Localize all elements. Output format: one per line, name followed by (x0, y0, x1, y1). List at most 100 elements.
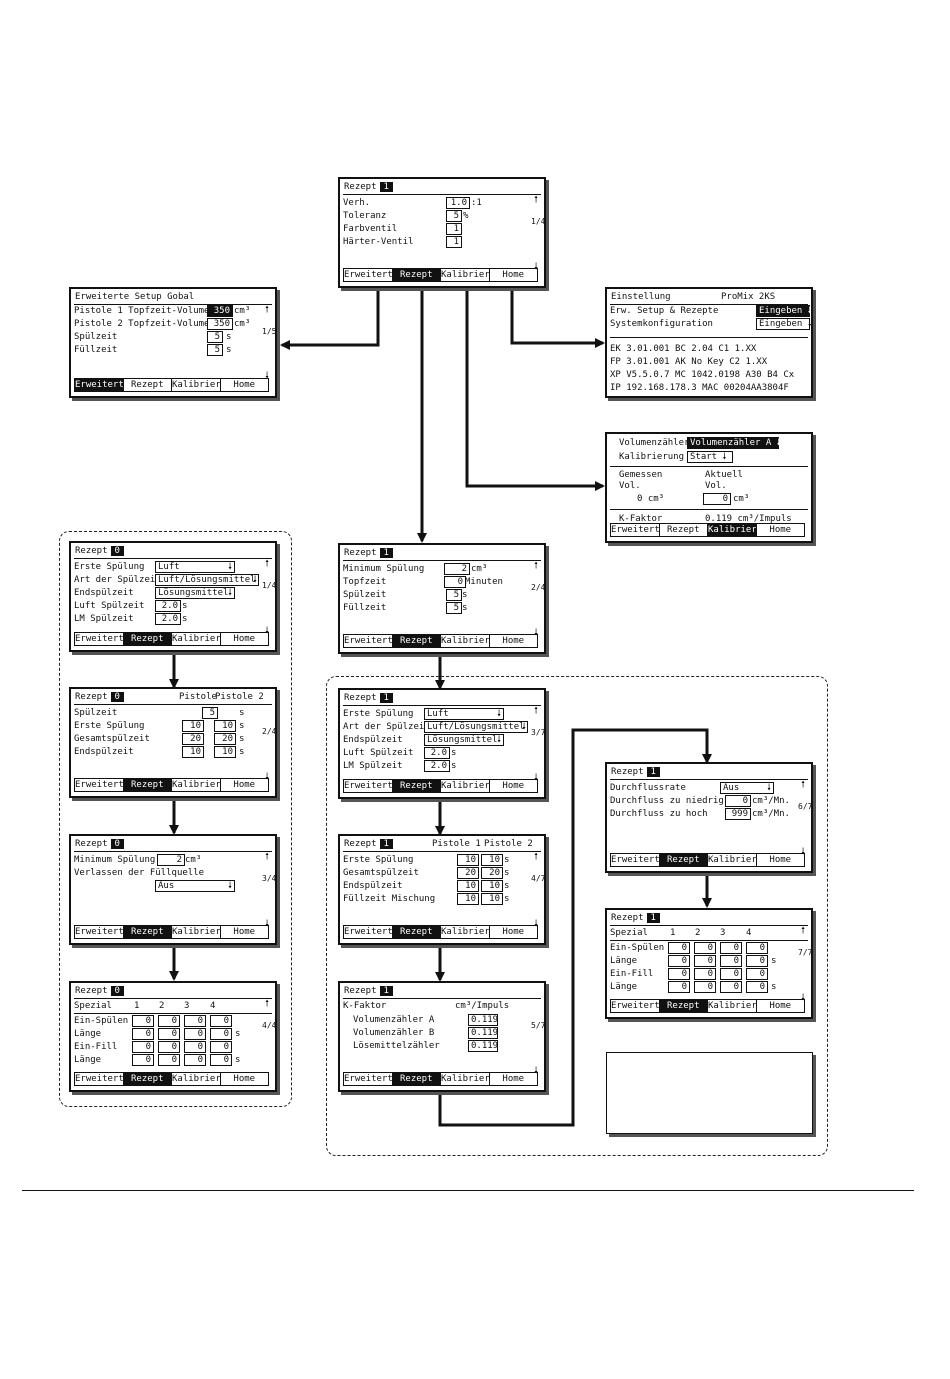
recipe-number[interactable]: 0 (110, 839, 124, 849)
value-field[interactable]: 0 (158, 1028, 180, 1040)
value-field[interactable]: 0 (720, 942, 742, 954)
meter-b-kfactor-field[interactable]: 0.119 (468, 1027, 498, 1039)
flow-low-field[interactable]: 0 (725, 795, 751, 807)
arrow-down-icon[interactable]: 🠗 (534, 1066, 538, 1076)
tab-kalibrierung[interactable]: Kalibrierung (708, 1000, 757, 1012)
meter-select[interactable]: Volumenzähler A 🠗 (687, 437, 781, 449)
value-field[interactable]: 0 (210, 1015, 232, 1027)
gun1-final-flush-field[interactable]: 10 (182, 746, 204, 758)
tab-rezept[interactable]: Rezept (660, 524, 708, 536)
tab-erweitert[interactable]: Erweitert (344, 1073, 393, 1085)
pistole1-volume-field[interactable]: 350 (207, 305, 233, 317)
value-field[interactable]: 0 (720, 981, 742, 993)
first-flush-select[interactable]: Luft🠗 (155, 561, 235, 573)
tab-kalibrierung[interactable]: Kalibrierung (172, 633, 221, 645)
air-flush-field[interactable]: 2.0 (155, 600, 181, 612)
recipe-number[interactable]: 1 (379, 182, 393, 192)
arrow-up-icon[interactable]: 🠕 (265, 305, 269, 315)
tab-erweitert[interactable]: Erweitert (611, 854, 660, 866)
tab-kalibrierung[interactable]: Kalibrierung (172, 1073, 221, 1085)
value-field[interactable]: 0 (132, 1054, 154, 1066)
erw-setup-enter-button[interactable]: Eingeben 🠗 (756, 305, 812, 317)
tab-erweitert[interactable]: Erweitert (344, 926, 393, 938)
tab-home[interactable]: Home (502, 781, 525, 791)
tab-erweitert[interactable]: Erweitert (611, 524, 660, 536)
gun1-total-flush-field[interactable]: 20 (182, 733, 204, 745)
flush-time-field[interactable]: 5 (446, 589, 462, 601)
arrow-down-icon[interactable]: 🠗 (534, 262, 538, 272)
gun2-first-flush-field[interactable]: 10 (481, 854, 503, 866)
value-field[interactable]: 0 (184, 1028, 206, 1040)
value-field[interactable]: 0 (210, 1041, 232, 1053)
tab-home[interactable]: Home (233, 780, 256, 790)
systemkonfig-enter-button[interactable]: Eingeben 🠗 (756, 318, 812, 330)
value-field[interactable]: 0 (184, 1054, 206, 1066)
value-field[interactable]: 0 (668, 981, 690, 993)
arrow-down-icon[interactable]: 🠗 (534, 773, 538, 783)
tab-rezept[interactable]: Rezept (392, 780, 441, 792)
value-field[interactable]: 0 (694, 981, 716, 993)
tab-kalibrierung[interactable]: Kalibrierung (441, 635, 490, 647)
arrow-down-icon[interactable]: 🠗 (801, 847, 805, 857)
flush-type-select[interactable]: Luft/Lösungsmittel🠗 (424, 721, 528, 733)
final-flush-select[interactable]: Lösungsmittel🠗 (155, 587, 235, 599)
flush-time-field[interactable]: 5 (207, 331, 223, 343)
flush-time-field[interactable]: 5 (202, 707, 218, 719)
tab-home[interactable]: Home (502, 636, 525, 646)
gun1-mix-fill-field[interactable]: 10 (457, 893, 479, 905)
tab-kalibrierung[interactable]: Kalibrierung (172, 779, 221, 791)
value-field[interactable]: 0 (720, 968, 742, 980)
gun1-final-flush-field[interactable]: 10 (457, 880, 479, 892)
tab-home[interactable]: Home (233, 380, 256, 390)
value-field[interactable]: 0 (694, 942, 716, 954)
recipe-number[interactable]: 1 (646, 913, 660, 923)
gun2-final-flush-field[interactable]: 10 (214, 746, 236, 758)
recipe-number[interactable]: 0 (110, 546, 124, 556)
solvent-flush-field[interactable]: 2.0 (155, 613, 181, 625)
value-field[interactable]: 0 (210, 1028, 232, 1040)
arrow-up-icon[interactable]: 🠕 (801, 780, 805, 790)
gun1-first-flush-field[interactable]: 10 (182, 720, 204, 732)
gun1-first-flush-field[interactable]: 10 (457, 854, 479, 866)
value-field[interactable]: 0 (132, 1015, 154, 1027)
value-field[interactable]: 0 (668, 968, 690, 980)
gun2-mix-fill-field[interactable]: 10 (481, 893, 503, 905)
recipe-number[interactable]: 1 (379, 548, 393, 558)
gun2-first-flush-field[interactable]: 10 (214, 720, 236, 732)
tab-rezept[interactable]: Rezept (123, 1073, 172, 1085)
solvent-flush-field[interactable]: 2.0 (424, 760, 450, 772)
value-field[interactable]: 0 (746, 942, 768, 954)
flush-type-select[interactable]: Luft/Lösungsmittel🠗 (155, 574, 259, 586)
tab-kalibrierung[interactable]: Kalibrierung (441, 269, 490, 281)
value-field[interactable]: 0 (746, 981, 768, 993)
arrow-down-icon[interactable]: 🠗 (534, 919, 538, 929)
value-field[interactable]: 0 (184, 1015, 206, 1027)
value-field[interactable]: 0 (132, 1041, 154, 1053)
tab-erweitert[interactable]: Erweitert (75, 633, 124, 645)
arrow-up-icon[interactable]: 🠕 (265, 999, 269, 1009)
value-field[interactable]: 0 (158, 1054, 180, 1066)
tab-rezept[interactable]: Rezept (392, 1073, 441, 1085)
value-field[interactable]: 0 (746, 968, 768, 980)
tab-rezept[interactable]: Rezept (392, 635, 441, 647)
tab-rezept[interactable]: Rezept (123, 633, 172, 645)
tab-home[interactable]: Home (769, 525, 792, 535)
value-field[interactable]: 0 (668, 942, 690, 954)
tab-home[interactable]: Home (502, 270, 525, 280)
value-field[interactable]: 0 (210, 1054, 232, 1066)
value-field[interactable]: 0 (668, 955, 690, 967)
tab-home[interactable]: Home (502, 927, 525, 937)
recipe-number[interactable]: 1 (379, 693, 393, 703)
gun1-total-flush-field[interactable]: 20 (457, 867, 479, 879)
catalyst-valve-field[interactable]: 1 (446, 236, 462, 248)
recipe-number[interactable]: 0 (110, 692, 124, 702)
tab-home[interactable]: Home (233, 1074, 256, 1084)
recipe-number[interactable]: 1 (379, 839, 393, 849)
arrow-up-icon[interactable]: 🠕 (265, 559, 269, 569)
value-field[interactable]: 0 (720, 955, 742, 967)
value-field[interactable]: 0 (158, 1041, 180, 1053)
recipe-number[interactable]: 0 (110, 986, 124, 996)
actual-volume-field[interactable]: 0 (703, 493, 731, 505)
tab-erweitert[interactable]: Erweitert (75, 379, 124, 391)
arrow-up-icon[interactable]: 🠕 (265, 852, 269, 862)
